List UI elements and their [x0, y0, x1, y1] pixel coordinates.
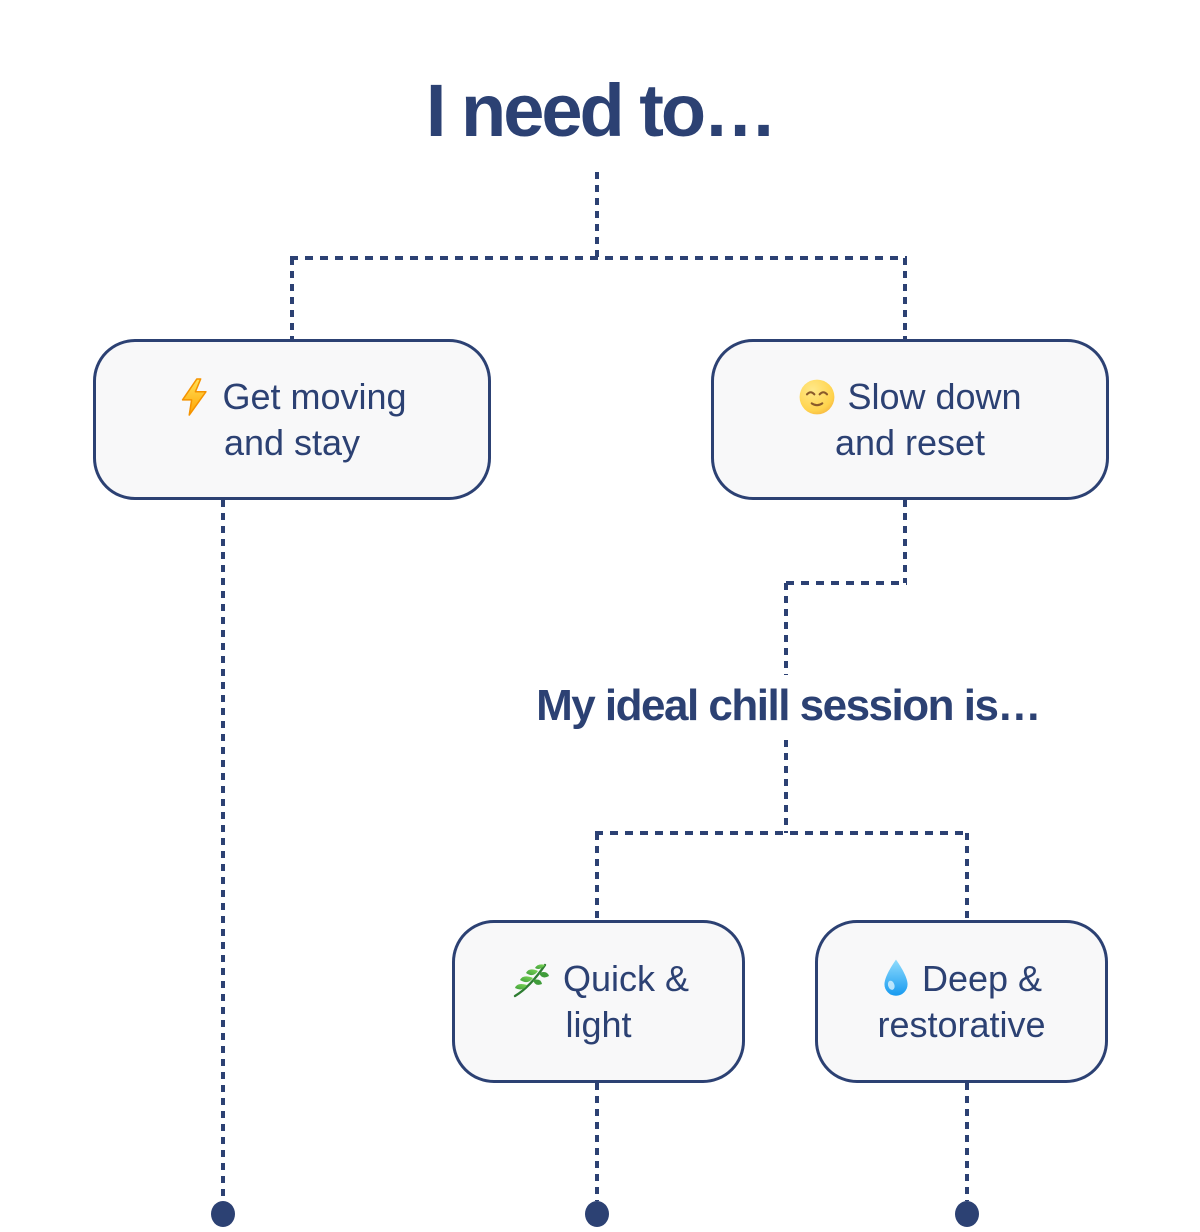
herb-icon [508, 959, 552, 999]
option-text-line1: Slow down [847, 375, 1022, 417]
connector-bottom-right [965, 833, 969, 920]
terminal-dot-left [211, 1201, 235, 1227]
option-label: Slow down and reset [798, 374, 1022, 466]
connector-tail-right [965, 1083, 969, 1201]
terminal-dot-middle [585, 1201, 609, 1227]
option-label: Get moving and stay [177, 374, 407, 466]
option-text-line2: and stay [223, 421, 361, 463]
option-slow-down[interactable]: Slow down and reset [711, 339, 1109, 500]
option-deep-restorative[interactable]: Deep & restorative [815, 920, 1108, 1083]
connector-branch-top [290, 256, 907, 260]
question-chill-session: My ideal chill session is… [536, 681, 1041, 730]
option-text-line2: light [565, 1003, 632, 1045]
option-text-line2: and reset [834, 421, 986, 463]
page-title: I need to… [425, 69, 777, 152]
connector-branch-bottom [595, 831, 969, 835]
connector-right-drop-2 [784, 583, 788, 675]
droplet-icon [881, 958, 911, 1000]
option-get-moving[interactable]: Get moving and stay [93, 339, 491, 500]
option-label: Deep & restorative [877, 956, 1045, 1048]
connector-left-drop [221, 500, 225, 1201]
option-text-line1: Get moving [222, 375, 407, 417]
connector-bottom-left [595, 833, 599, 920]
option-text-line1: Quick & [562, 957, 690, 999]
connector-jog [786, 581, 907, 585]
connector-question-stub [784, 740, 788, 833]
option-text-line2: restorative [877, 1003, 1046, 1045]
option-text-line1: Deep & [921, 957, 1043, 999]
connector-top-right [903, 258, 907, 339]
connector-right-drop-1 [903, 500, 907, 583]
relieved-face-icon [798, 378, 836, 416]
terminal-dot-right [955, 1201, 979, 1227]
lightning-icon [177, 377, 211, 416]
connector-tail-middle [595, 1083, 599, 1201]
option-label: Quick & light [508, 956, 689, 1048]
connector-top-left [290, 258, 294, 339]
connector-title-stub [595, 172, 599, 258]
option-quick-light[interactable]: Quick & light [452, 920, 745, 1083]
